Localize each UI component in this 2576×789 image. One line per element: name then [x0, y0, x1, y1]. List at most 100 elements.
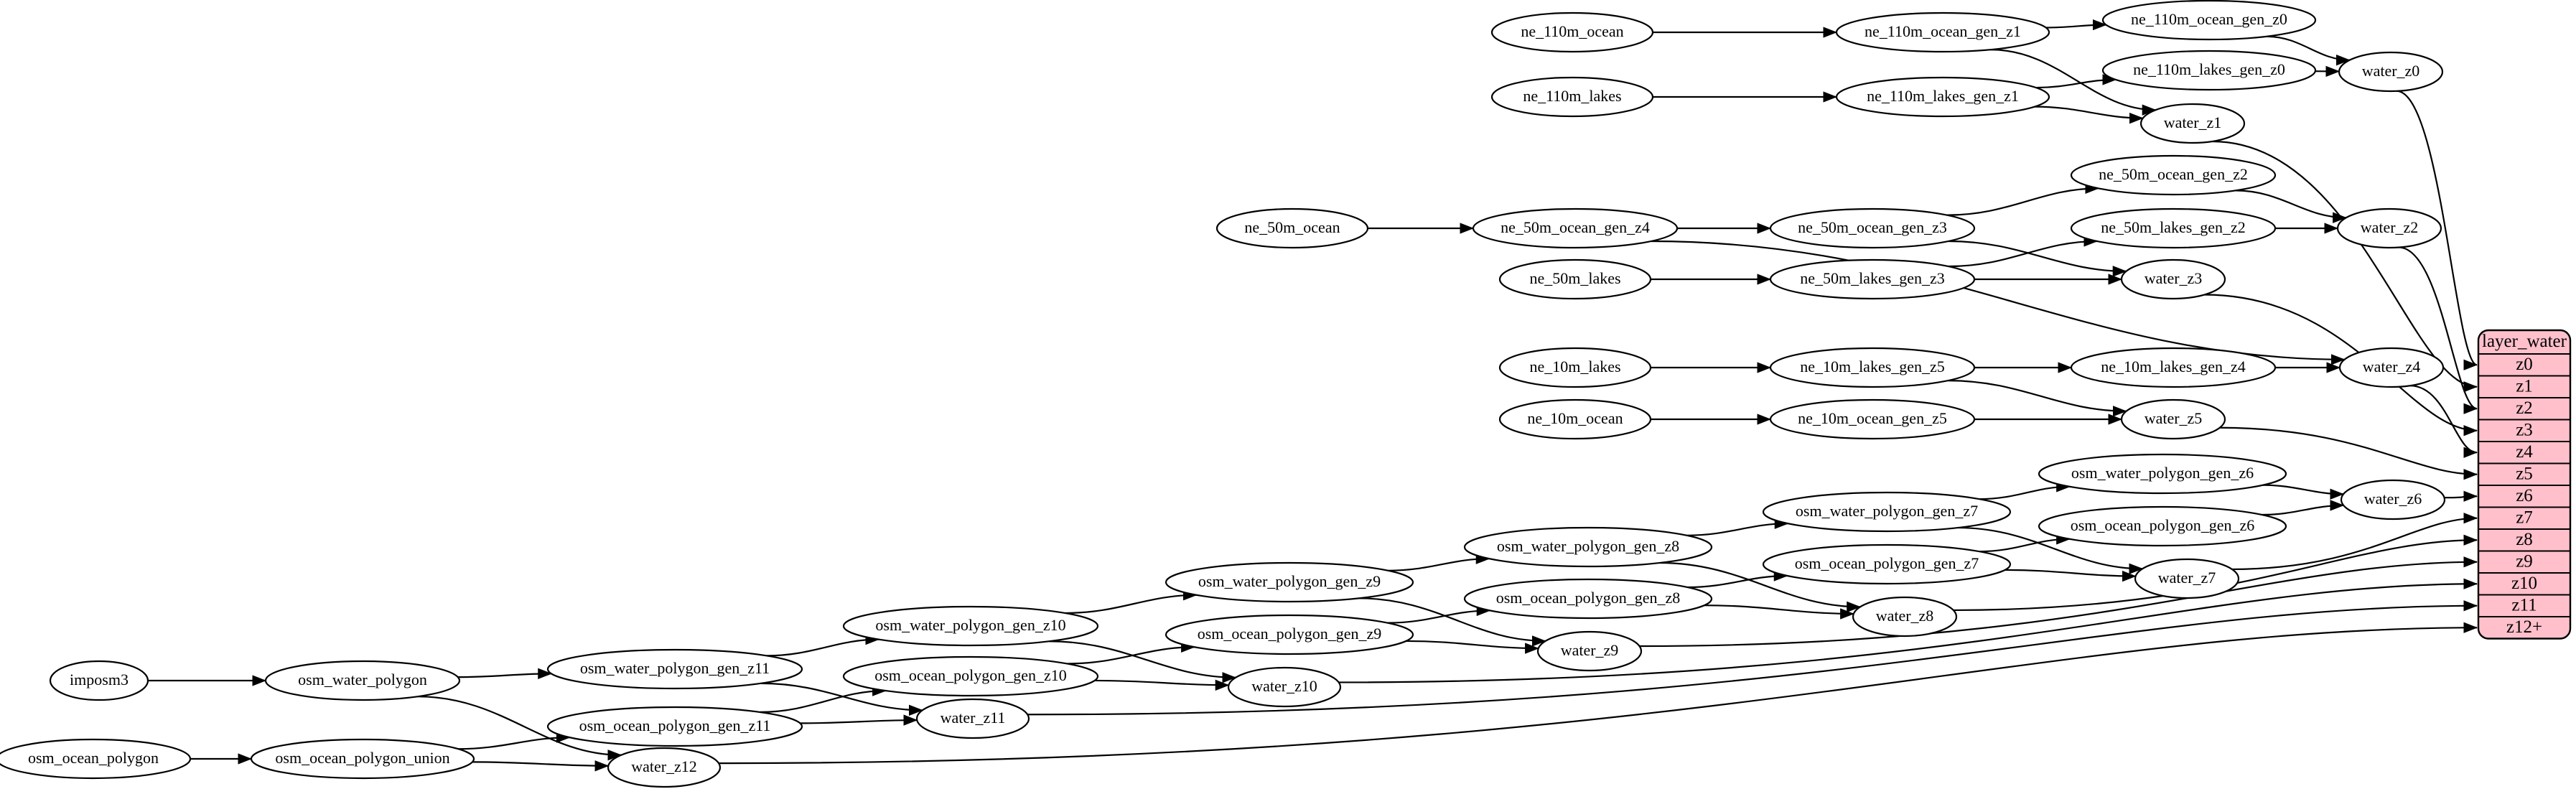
- node-ne_110m_lakes_gen_z0[interactable]: ne_110m_lakes_gen_z0: [2101, 50, 2317, 91]
- node-water_z8[interactable]: water_z8: [1852, 596, 1958, 638]
- node-shape-water_z10[interactable]: [1227, 666, 1342, 708]
- node-shape-ne_50m_lakes[interactable]: [1498, 258, 1652, 300]
- node-water_z2[interactable]: water_z2: [2336, 207, 2442, 249]
- node-ne_110m_ocean_gen_z0[interactable]: ne_110m_ocean_gen_z0: [2101, 0, 2317, 41]
- node-ne_10m_ocean_gen_z5[interactable]: ne_10m_ocean_gen_z5: [1769, 398, 1976, 440]
- node-shape-ne_110m_lakes_gen_z0[interactable]: [2101, 50, 2317, 91]
- node-ne_110m_ocean[interactable]: ne_110m_ocean: [1490, 11, 1654, 53]
- node-shape-ne_10m_lakes_gen_z4[interactable]: [2070, 347, 2277, 388]
- node-osm_water_polygon_gen_z7[interactable]: osm_water_polygon_gen_z7: [1762, 491, 2012, 533]
- node-shape-osm_ocean_polygon_union[interactable]: [250, 738, 475, 780]
- node-ne_10m_lakes[interactable]: ne_10m_lakes: [1498, 347, 1652, 388]
- table-row-z0[interactable]: z0: [2516, 355, 2533, 374]
- node-shape-water_z5[interactable]: [2120, 398, 2226, 440]
- node-shape-ne_10m_ocean_gen_z5[interactable]: [1769, 398, 1976, 440]
- node-shape-ne_110m_ocean[interactable]: [1490, 11, 1654, 53]
- node-shape-ne_110m_lakes[interactable]: [1490, 76, 1654, 118]
- table-row-z2[interactable]: z2: [2516, 398, 2533, 418]
- node-shape-water_z11[interactable]: [915, 698, 1030, 739]
- node-shape-osm_water_polygon_gen_z9[interactable]: [1165, 561, 1414, 603]
- node-shape-ne_10m_lakes[interactable]: [1498, 347, 1652, 388]
- node-shape-ne_110m_ocean_gen_z1[interactable]: [1835, 11, 2050, 53]
- table-row-z11[interactable]: z11: [2511, 595, 2537, 615]
- node-osm_ocean_polygon_gen_z8[interactable]: osm_ocean_polygon_gen_z8: [1463, 578, 1713, 620]
- node-osm_water_polygon_gen_z9[interactable]: osm_water_polygon_gen_z9: [1165, 561, 1414, 603]
- table-row-z5[interactable]: z5: [2516, 464, 2533, 483]
- node-water_z12[interactable]: water_z12: [607, 747, 722, 788]
- node-osm_water_polygon_gen_z10[interactable]: osm_water_polygon_gen_z10: [842, 605, 1099, 647]
- node-shape-imposm3[interactable]: [49, 660, 149, 701]
- node-water_z1[interactable]: water_z1: [2139, 103, 2246, 144]
- node-ne_50m_lakes[interactable]: ne_50m_lakes: [1498, 258, 1652, 300]
- node-shape-water_z2[interactable]: [2336, 207, 2442, 249]
- node-osm_ocean_polygon_gen_z10[interactable]: osm_ocean_polygon_gen_z10: [842, 655, 1099, 697]
- node-shape-ne_50m_ocean_gen_z2[interactable]: [2070, 154, 2277, 196]
- node-osm_ocean_polygon_union[interactable]: osm_ocean_polygon_union: [250, 738, 475, 780]
- node-shape-ne_50m_lakes_gen_z3[interactable]: [1769, 258, 1976, 300]
- node-shape-water_z0[interactable]: [2338, 51, 2444, 93]
- node-water_z6[interactable]: water_z6: [2340, 479, 2446, 520]
- node-ne_50m_ocean_gen_z2[interactable]: ne_50m_ocean_gen_z2: [2070, 154, 2277, 196]
- node-shape-water_z12[interactable]: [607, 747, 722, 788]
- table-row-z6[interactable]: z6: [2516, 486, 2533, 505]
- node-shape-water_z8[interactable]: [1852, 596, 1958, 638]
- node-ne_50m_ocean[interactable]: ne_50m_ocean: [1215, 207, 1369, 249]
- node-shape-osm_water_polygon_gen_z11[interactable]: [546, 648, 803, 690]
- node-shape-ne_50m_ocean_gen_z4[interactable]: [1472, 207, 1679, 249]
- node-osm_ocean_polygon_gen_z11[interactable]: osm_ocean_polygon_gen_z11: [546, 706, 803, 747]
- table-row-z10[interactable]: z10: [2511, 574, 2537, 593]
- node-ne_50m_lakes_gen_z3[interactable]: ne_50m_lakes_gen_z3: [1769, 258, 1976, 300]
- node-osm_ocean_polygon_gen_z7[interactable]: osm_ocean_polygon_gen_z7: [1762, 543, 2012, 585]
- node-shape-water_z6[interactable]: [2340, 479, 2446, 520]
- node-shape-ne_50m_lakes_gen_z2[interactable]: [2070, 207, 2277, 249]
- node-osm_ocean_polygon[interactable]: osm_ocean_polygon: [0, 738, 192, 780]
- node-shape-osm_water_polygon_gen_z10[interactable]: [842, 605, 1099, 647]
- node-shape-ne_50m_ocean_gen_z3[interactable]: [1769, 207, 1976, 249]
- node-ne_110m_lakes_gen_z1[interactable]: ne_110m_lakes_gen_z1: [1835, 76, 2050, 118]
- node-water_z7[interactable]: water_z7: [2134, 558, 2240, 599]
- table-row-z9[interactable]: z9: [2516, 551, 2533, 571]
- node-water_z0[interactable]: water_z0: [2338, 51, 2444, 93]
- node-shape-ne_10m_lakes_gen_z5[interactable]: [1769, 347, 1976, 388]
- node-shape-osm_water_polygon_gen_z8[interactable]: [1463, 526, 1713, 568]
- node-ne_50m_ocean_gen_z4[interactable]: ne_50m_ocean_gen_z4: [1472, 207, 1679, 249]
- node-shape-osm_ocean_polygon_gen_z7[interactable]: [1762, 543, 2012, 585]
- node-ne_10m_ocean[interactable]: ne_10m_ocean: [1498, 398, 1652, 440]
- node-ne_50m_ocean_gen_z3[interactable]: ne_50m_ocean_gen_z3: [1769, 207, 1976, 249]
- node-osm_ocean_polygon_gen_z6[interactable]: osm_ocean_polygon_gen_z6: [2038, 505, 2287, 547]
- node-water_z4[interactable]: water_z4: [2338, 347, 2445, 388]
- node-ne_10m_lakes_gen_z4[interactable]: ne_10m_lakes_gen_z4: [2070, 347, 2277, 388]
- node-imposm3[interactable]: imposm3: [49, 660, 149, 701]
- node-osm_water_polygon_gen_z6[interactable]: osm_water_polygon_gen_z6: [2038, 453, 2287, 495]
- node-water_z9[interactable]: water_z9: [1536, 630, 1643, 672]
- node-shape-ne_110m_lakes_gen_z1[interactable]: [1835, 76, 2050, 118]
- node-ne_110m_ocean_gen_z1[interactable]: ne_110m_ocean_gen_z1: [1835, 11, 2050, 53]
- node-shape-water_z9[interactable]: [1536, 630, 1643, 672]
- node-water_z5[interactable]: water_z5: [2120, 398, 2226, 440]
- node-shape-osm_ocean_polygon_gen_z11[interactable]: [546, 706, 803, 747]
- node-water_z3[interactable]: water_z3: [2120, 258, 2226, 300]
- node-water_z10[interactable]: water_z10: [1227, 666, 1342, 708]
- node-osm_water_polygon_gen_z11[interactable]: osm_water_polygon_gen_z11: [546, 648, 803, 690]
- table-row-z8[interactable]: z8: [2516, 530, 2533, 549]
- node-shape-water_z3[interactable]: [2120, 258, 2226, 300]
- node-shape-ne_110m_ocean_gen_z0[interactable]: [2101, 0, 2317, 41]
- node-shape-water_z4[interactable]: [2338, 347, 2445, 388]
- node-shape-osm_ocean_polygon_gen_z6[interactable]: [2038, 505, 2287, 547]
- node-osm_ocean_polygon_gen_z9[interactable]: osm_ocean_polygon_gen_z9: [1165, 614, 1414, 655]
- node-shape-osm_ocean_polygon_gen_z10[interactable]: [842, 655, 1099, 697]
- node-shape-ne_10m_ocean[interactable]: [1498, 398, 1652, 440]
- node-ne_110m_lakes[interactable]: ne_110m_lakes: [1490, 76, 1654, 118]
- table-row-z7[interactable]: z7: [2516, 508, 2533, 527]
- table-row-z3[interactable]: z3: [2516, 420, 2533, 439]
- node-shape-ne_50m_ocean[interactable]: [1215, 207, 1369, 249]
- node-shape-water_z1[interactable]: [2139, 103, 2246, 144]
- node-osm_water_polygon_gen_z8[interactable]: osm_water_polygon_gen_z8: [1463, 526, 1713, 568]
- table-row-z1[interactable]: z1: [2516, 376, 2533, 396]
- node-shape-osm_ocean_polygon[interactable]: [0, 738, 192, 780]
- node-shape-osm_ocean_polygon_gen_z9[interactable]: [1165, 614, 1414, 655]
- node-ne_10m_lakes_gen_z5[interactable]: ne_10m_lakes_gen_z5: [1769, 347, 1976, 388]
- node-shape-osm_water_polygon_gen_z6[interactable]: [2038, 453, 2287, 495]
- node-ne_50m_lakes_gen_z2[interactable]: ne_50m_lakes_gen_z2: [2070, 207, 2277, 249]
- table-row-z4[interactable]: z4: [2516, 442, 2533, 462]
